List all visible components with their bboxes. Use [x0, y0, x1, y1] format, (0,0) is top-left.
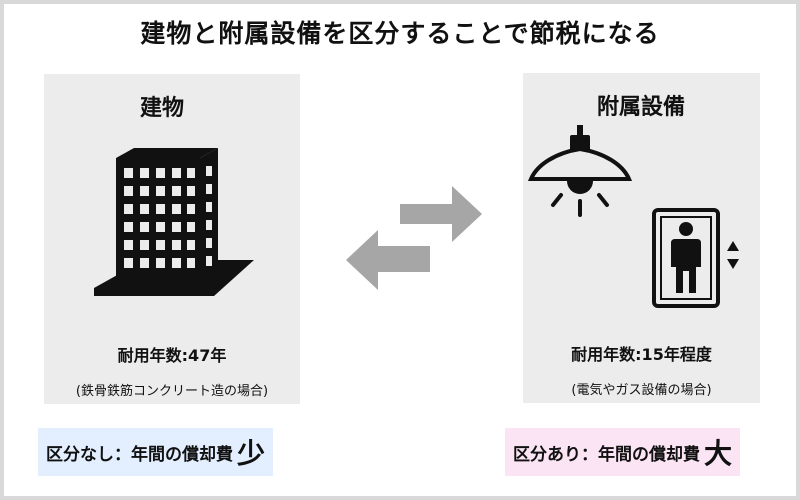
- no-separation-emphasis: 少: [237, 437, 266, 470]
- building-note: (鉄骨鉄筋コンクリート造の場合): [75, 384, 269, 399]
- building-panel: 建物 耐用年数:47年 (鉄骨鉄筋コンクリート造の場合): [44, 74, 300, 404]
- building-heading: 建物: [140, 96, 185, 121]
- ceiling-lamp-icon: [527, 125, 633, 217]
- separation-emphasis: 大: [704, 437, 733, 470]
- no-separation-badge: 区分なし：年間の償却費少: [38, 428, 274, 476]
- equipment-panel: 附属設備 耐用年数:15年程度 (電気やガス設備の場合): [523, 73, 760, 403]
- building-useful-life: 耐用年数:47年: [117, 346, 227, 365]
- separation-badge: 区分あり：年間の償却費大: [505, 428, 741, 476]
- no-separation-text: 区分なし：年間の償却費: [46, 445, 233, 465]
- diagram-title: 建物と附属設備を区分することで節税になる: [140, 19, 660, 48]
- exchange-arrows-icon: [346, 186, 482, 290]
- equipment-heading: 附属設備: [597, 95, 686, 120]
- equipment-useful-life: 耐用年数:15年程度: [571, 345, 712, 364]
- elevator-icon: [652, 208, 739, 308]
- office-building-icon: [94, 148, 254, 296]
- equipment-note: (電気やガス設備の場合): [571, 383, 712, 398]
- separation-text: 区分あり：年間の償却費: [513, 445, 700, 465]
